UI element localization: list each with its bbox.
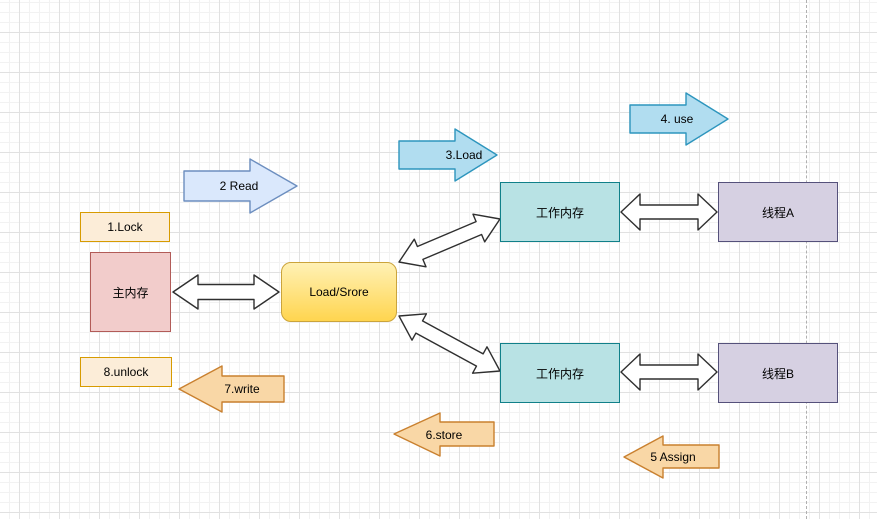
unlock-label-text: 8.unlock — [103, 365, 149, 379]
connector-workingmemory-b-thread-b[interactable] — [620, 353, 718, 391]
use-arrow-label: 4. use — [660, 112, 694, 126]
store-arrow-label: 6.store — [425, 427, 463, 442]
assign-arrow-label: 5 Assign — [650, 450, 696, 464]
thread-b-box[interactable]: 线程B — [718, 343, 838, 403]
load-store-text: Load/Srore — [309, 285, 369, 299]
load-arrow[interactable]: 3.Load — [398, 128, 498, 182]
right-arrow-icon — [398, 128, 498, 182]
working-memory-b-text: 工作内存 — [535, 366, 584, 381]
lock-label-text: 1.Lock — [107, 220, 143, 234]
write-arrow[interactable]: 7.write — [178, 365, 285, 413]
use-arrow[interactable]: 4. use — [629, 92, 729, 146]
store-arrow[interactable]: 6.store — [393, 412, 495, 457]
working-memory-a-box[interactable]: 工作内存 — [500, 182, 620, 242]
connector-loadstore-workingmemory-a[interactable] — [398, 213, 501, 268]
write-arrow-label: 7.write — [224, 382, 260, 396]
thread-a-text: 线程A — [761, 205, 794, 220]
assign-arrow[interactable]: 5 Assign — [623, 435, 720, 479]
connector-mainmemory-loadstore[interactable] — [172, 274, 280, 310]
main-memory-text: 主内存 — [112, 285, 149, 300]
main-memory-box[interactable]: 主内存 — [90, 252, 171, 332]
load-arrow-label: 3.Load — [445, 148, 483, 162]
left-arrow-icon — [393, 412, 495, 457]
unlock-label-box[interactable]: 8.unlock — [80, 357, 172, 387]
working-memory-b-box[interactable]: 工作内存 — [500, 343, 620, 403]
left-arrow-icon — [178, 365, 285, 413]
read-arrow[interactable]: 2 Read — [183, 158, 298, 214]
connector-workingmemory-a-thread-a[interactable] — [620, 193, 718, 231]
thread-a-box[interactable]: 线程A — [718, 182, 838, 242]
read-arrow-label: 2 Read — [219, 179, 259, 193]
load-store-box[interactable]: Load/Srore — [281, 262, 397, 322]
connector-loadstore-workingmemory-b[interactable] — [398, 313, 501, 374]
left-arrow-icon — [623, 435, 720, 479]
lock-label-box[interactable]: 1.Lock — [80, 212, 170, 242]
page-boundary-line — [806, 0, 807, 519]
right-arrow-icon — [183, 158, 298, 214]
thread-b-text: 线程B — [761, 366, 794, 381]
working-memory-a-text: 工作内存 — [535, 205, 584, 220]
right-arrow-icon — [629, 92, 729, 146]
